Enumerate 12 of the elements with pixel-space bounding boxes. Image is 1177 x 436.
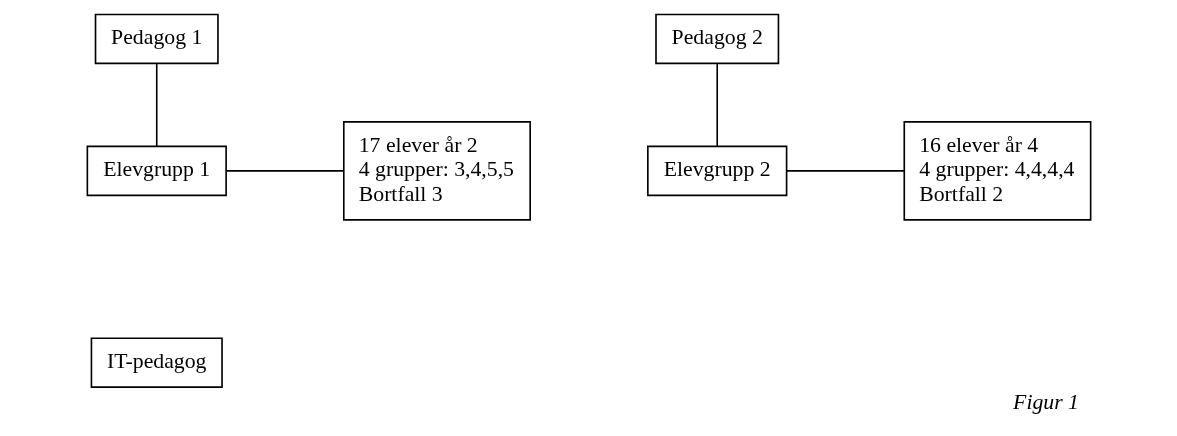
connector <box>155 62 158 147</box>
node-box: Elevgrupp 2 <box>646 145 787 196</box>
connector <box>224 169 344 172</box>
node-box: Pedagog 2 <box>654 13 779 64</box>
node-box: 16 elever år 4 4 grupper: 4,4,4,4 Bortfall 2 <box>902 120 1091 221</box>
connector <box>715 62 718 147</box>
caption: Figur 1 <box>1012 389 1079 414</box>
node-box: Elevgrupp 1 <box>86 145 227 196</box>
node-box: IT-pedagog <box>90 336 223 388</box>
node-box: Pedagog 1 <box>94 13 219 64</box>
connector <box>785 169 905 172</box>
node-box: 17 elever år 2 4 grupper: 3,4,5,5 Bortfall 3 <box>342 120 531 221</box>
